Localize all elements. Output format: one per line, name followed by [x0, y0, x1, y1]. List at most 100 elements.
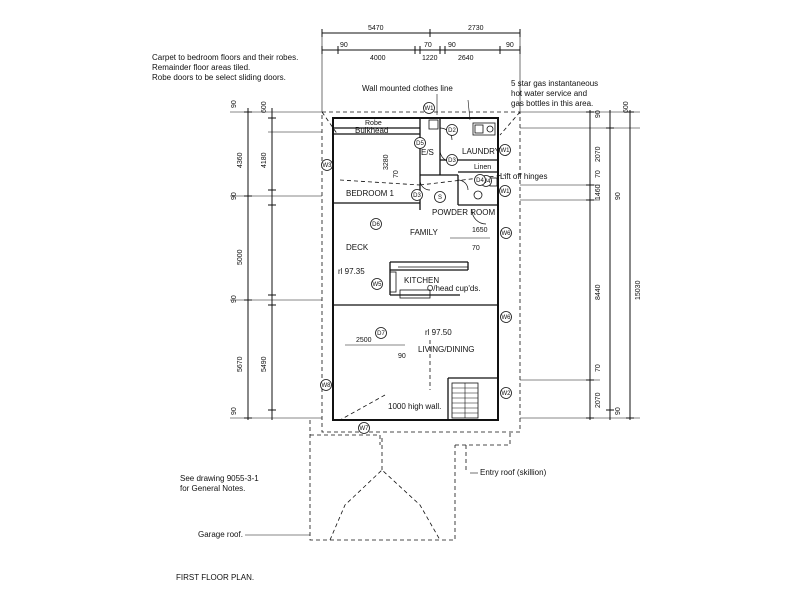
room-labels: Robe Bulkhead BEDROOM 1 E/S LAUNDRY Line…	[338, 120, 501, 411]
bedroom-label: BEDROOM 1	[346, 189, 395, 198]
tag-text: D7	[377, 331, 385, 337]
dim-left-5670: 5670	[237, 356, 244, 372]
tag-d2: D2	[446, 124, 458, 136]
flooring-note-line-3: Robe doors to be select sliding doors.	[152, 73, 286, 82]
hot-water-line-3: gas bottles in this area.	[511, 99, 594, 108]
level-rl-97-35: rl 97.35	[338, 267, 365, 276]
entry-roof-note: Entry roof (skillion)	[480, 468, 547, 477]
tag-text: D3	[413, 193, 421, 199]
tag-text: D2	[448, 128, 456, 134]
dim-left-90b: 90	[231, 192, 238, 200]
robe-label: Robe	[365, 120, 382, 127]
garage-roof-note: Garage roof.	[198, 530, 243, 539]
tag-w8: W8	[320, 379, 332, 391]
dim-70-inner: 70	[393, 170, 400, 178]
dim-right-90a: 90	[595, 110, 602, 118]
dim-left-600: 600	[261, 101, 268, 113]
general-notes-reference: See drawing 9055-3-1 for General Notes.	[180, 474, 259, 494]
living-dining-label: LIVING/DINING	[418, 345, 474, 354]
tag-w7: W7	[358, 422, 370, 434]
internal-walls	[333, 118, 498, 420]
clothesline-note: Wall mounted clothes line	[362, 84, 453, 93]
tag-circle	[500, 227, 512, 239]
tag-circle	[375, 327, 387, 339]
hot-water-line-1: 5 star gas instantaneous	[511, 79, 599, 88]
tag-w1a: W1	[423, 102, 435, 114]
dim-right-70b: 70	[595, 364, 602, 372]
dim-5470: 5470	[368, 25, 384, 32]
external-walls	[332, 117, 499, 421]
dim-left-5490: 5490	[261, 356, 268, 372]
dim-90c: 90	[506, 42, 514, 49]
tag-text: W2	[502, 391, 512, 397]
tag-text: W7	[360, 426, 370, 432]
dim-right-8440: 8440	[595, 284, 602, 300]
tag-circle	[499, 144, 511, 156]
tag-text: W3	[323, 163, 333, 169]
tag-text: W5	[373, 282, 383, 288]
dim-right-2070a: 2070	[595, 146, 602, 162]
tag-text: W8	[322, 383, 332, 389]
tag-text: W4	[482, 179, 492, 185]
tag-d3b: D3	[411, 189, 423, 201]
roof-outline	[309, 111, 521, 541]
dim-left-4180: 4180	[261, 152, 268, 168]
dim-right-600: 600	[623, 101, 630, 113]
dim-1220: 1220	[422, 55, 438, 62]
tag-circle	[500, 387, 512, 399]
dim-90-inner: 90	[398, 353, 406, 360]
dim-left-90c: 90	[231, 295, 238, 303]
general-notes-line-2: for General Notes.	[180, 484, 246, 493]
tag-w1c: W1	[499, 185, 511, 197]
tag-w6b: W6	[500, 311, 512, 323]
dim-2730: 2730	[468, 25, 484, 32]
dim-right-90c: 90	[615, 407, 622, 415]
tag-d6: D6	[370, 218, 382, 230]
tag-w5: W5	[371, 278, 383, 290]
leader-lines	[245, 94, 490, 536]
tag-w1b: W1	[499, 144, 511, 156]
tag-text: D3	[448, 158, 456, 164]
dim-1650: 1650	[472, 227, 488, 234]
dim-90b: 90	[448, 42, 456, 49]
dim-3280: 3280	[383, 154, 390, 170]
hot-water-note: 5 star gas instantaneous hot water servi…	[511, 79, 598, 109]
tag-circle	[446, 124, 458, 136]
staircase	[452, 383, 478, 418]
powder-room-label: POWDER ROOM	[432, 208, 495, 217]
tag-d3a: D3	[446, 154, 458, 166]
flooring-note-line-1: Carpet to bedroom floors and their robes…	[152, 53, 299, 62]
ensuite-label: E/S	[421, 148, 434, 157]
tag-s: S	[434, 191, 446, 203]
lift-off-hinges-note: Lift off hinges	[500, 172, 548, 181]
linen-label: Linen	[474, 164, 491, 171]
tag-w2: W2	[500, 387, 512, 399]
bulkhead-label: Bulkhead	[355, 126, 388, 135]
dim-2640: 2640	[458, 55, 474, 62]
tag-d5: D5	[414, 137, 426, 149]
dim-right-70a: 70	[595, 170, 602, 178]
hot-water-line-2: hot water service and	[511, 89, 588, 98]
tag-circle	[320, 379, 332, 391]
dim-90: 90	[340, 42, 348, 49]
overhead-cupboards-label: O/head cup'ds.	[427, 284, 481, 293]
dim-70: 70	[424, 42, 432, 49]
flooring-note-line-2: Remainder floor areas tiled.	[152, 63, 251, 72]
tag-circle	[499, 185, 511, 197]
dim-4000: 4000	[370, 55, 386, 62]
general-notes-line-1: See drawing 9055-3-1	[180, 474, 259, 483]
dim-left-4360: 4360	[237, 152, 244, 168]
tag-circle	[321, 159, 333, 171]
deck-label: DECK	[346, 243, 369, 252]
dim-left-90a: 90	[231, 100, 238, 108]
tag-circle	[414, 137, 426, 149]
dim-right-1460: 1460	[595, 184, 602, 200]
dim-left-5000: 5000	[237, 249, 244, 265]
high-wall-label: 1000 high wall.	[388, 402, 441, 411]
dim-right-15030: 15030	[635, 280, 642, 300]
dim-right-2070b: 2070	[595, 392, 602, 408]
kitchen-label: KITCHEN	[404, 276, 439, 285]
fixtures	[389, 119, 498, 299]
